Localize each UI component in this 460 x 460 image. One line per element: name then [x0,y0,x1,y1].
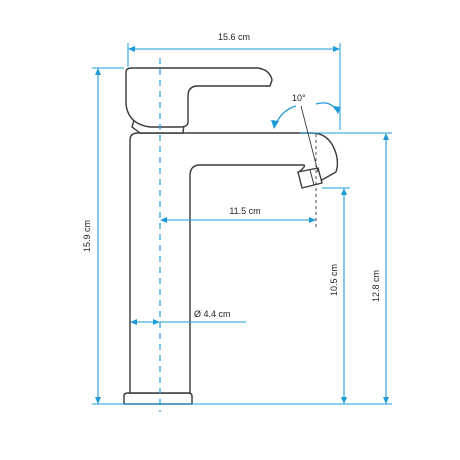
label-reach: 11.5 cm [229,206,260,216]
label-diameter: Ø 4.4 cm [194,309,231,319]
label-body-height: 12.8 cm [371,270,381,302]
label-swivel-angle: 10° [292,93,306,103]
center-lines [159,58,317,412]
faucet-base [123,392,193,405]
faucet-outline [123,67,339,405]
faucet-body [129,132,339,394]
lever-handle [125,67,273,128]
label-spout-height: 10.5 cm [329,264,339,296]
label-top-width: 15.6 cm [218,32,250,42]
extension-lines [92,43,392,405]
label-total-height: 15.9 cm [82,220,92,252]
swivel-angle-indicator [271,102,341,173]
dimension-arrows [95,46,389,404]
